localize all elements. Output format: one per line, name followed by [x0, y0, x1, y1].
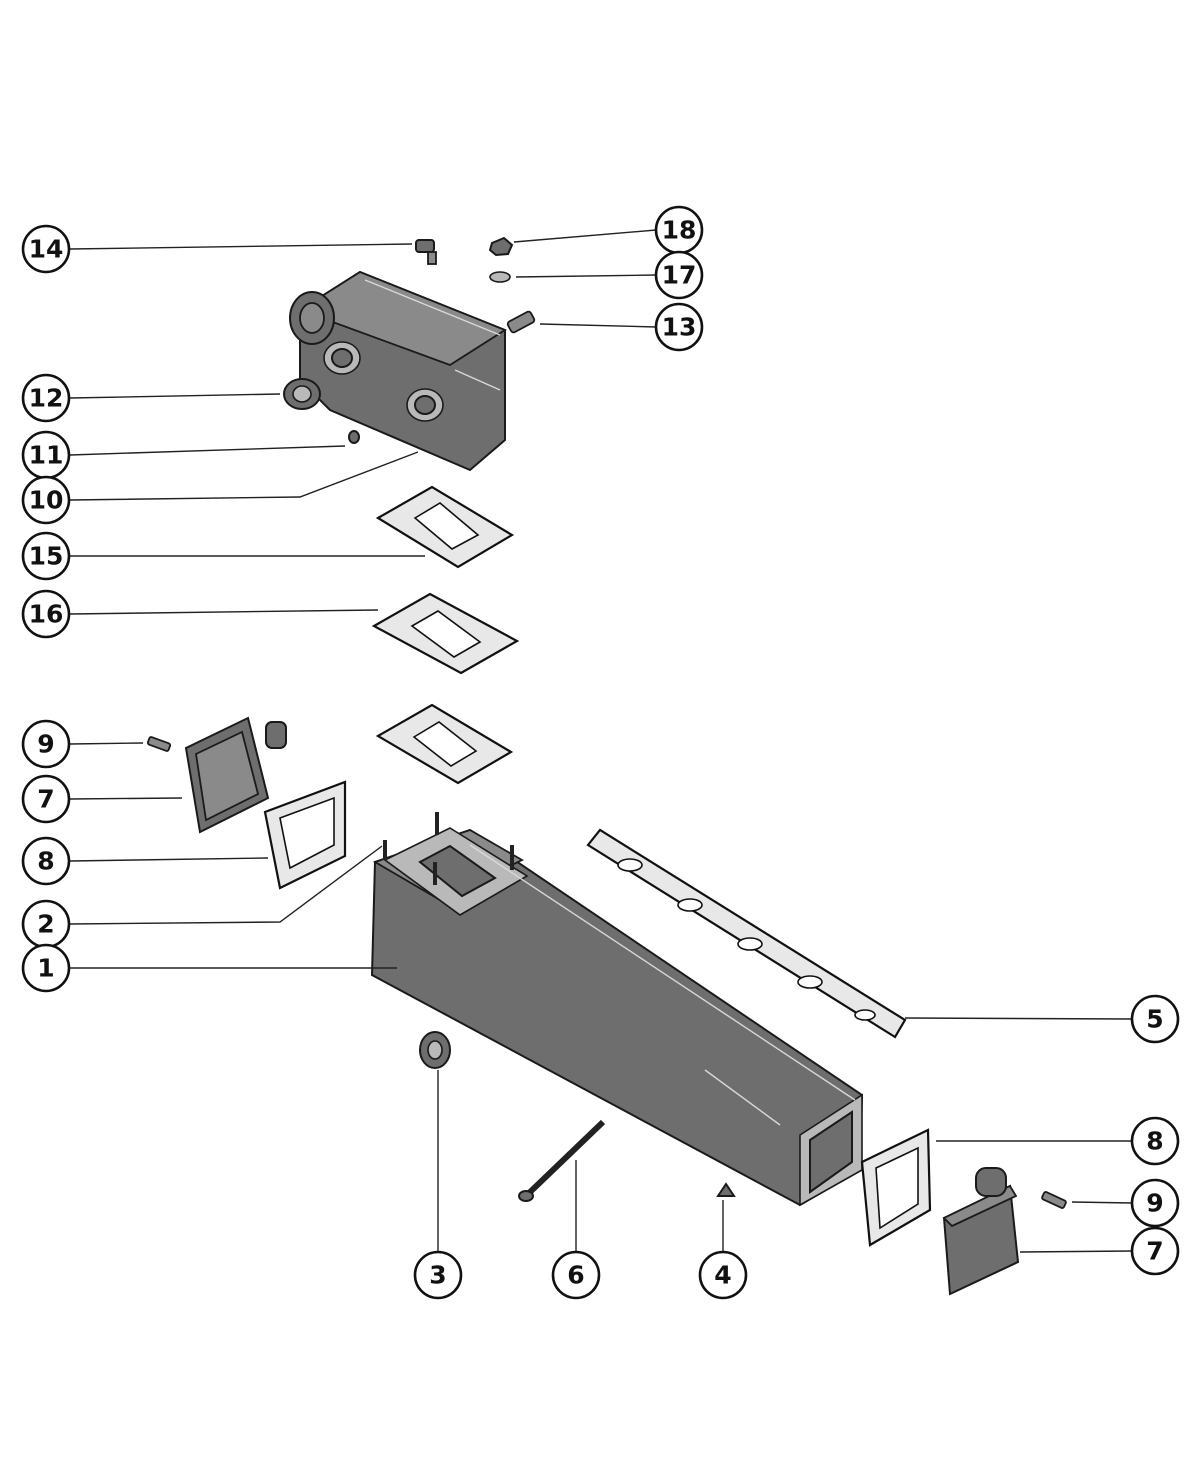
svg-text:13: 13 — [662, 313, 697, 342]
callout-14: 14 — [21, 224, 71, 274]
elbow-gasket-16 — [371, 592, 520, 675]
callout-6: 6 — [551, 1250, 601, 1300]
leader-lines — [69, 229, 1133, 1253]
svg-text:8: 8 — [1146, 1127, 1163, 1156]
svg-text:8: 8 — [37, 847, 54, 876]
callout-16: 16 — [21, 589, 71, 639]
svg-text:6: 6 — [567, 1261, 584, 1290]
callout-13: 13 — [654, 302, 704, 352]
callout-1: 1 — [21, 943, 71, 993]
svg-text:17: 17 — [662, 261, 697, 290]
callout-8-left: 8 — [21, 836, 71, 886]
end-cover-right — [942, 1167, 1020, 1296]
svg-text:15: 15 — [29, 542, 64, 571]
bolt-9-right — [1041, 1191, 1067, 1209]
svg-text:4: 4 — [714, 1261, 731, 1290]
callout-2: 2 — [21, 899, 71, 949]
bolt-9-left — [146, 736, 172, 752]
callout-17: 17 — [654, 250, 704, 300]
callout-4: 4 — [698, 1250, 748, 1300]
callout-15: 15 — [21, 531, 71, 581]
long-bolt-6 — [518, 1119, 606, 1202]
end-gasket-right — [860, 1128, 932, 1247]
exhaust-manifold — [370, 812, 864, 1207]
callout-10: 10 — [21, 475, 71, 525]
svg-text:7: 7 — [37, 785, 54, 814]
callout-9-right: 9 — [1130, 1178, 1180, 1228]
callout-7-left: 7 — [21, 774, 71, 824]
svg-text:12: 12 — [29, 384, 64, 413]
svg-text:18: 18 — [662, 216, 697, 245]
svg-text:5: 5 — [1146, 1005, 1163, 1034]
drain-plug-3 — [419, 1031, 451, 1069]
svg-text:9: 9 — [1146, 1189, 1163, 1218]
elbow-gasket-lower — [375, 703, 514, 785]
svg-text:3: 3 — [429, 1261, 446, 1290]
elbow-gasket-15 — [375, 485, 515, 569]
manifold-gasket — [586, 828, 907, 1039]
svg-text:1: 1 — [37, 954, 54, 983]
svg-text:14: 14 — [29, 235, 64, 264]
svg-text:9: 9 — [37, 730, 54, 759]
svg-text:10: 10 — [29, 486, 64, 515]
callout-8-right: 8 — [1130, 1116, 1180, 1166]
callout-3: 3 — [413, 1250, 463, 1300]
callout-18: 18 — [654, 205, 704, 255]
end-gasket-left — [263, 780, 347, 890]
callout-11: 11 — [21, 430, 71, 480]
callout-7-right: 7 — [1130, 1226, 1180, 1276]
callout-9-left: 9 — [21, 719, 71, 769]
end-cover-left — [184, 716, 287, 834]
svg-text:16: 16 — [29, 600, 64, 629]
exhaust-elbow — [289, 270, 507, 472]
svg-text:2: 2 — [37, 910, 54, 939]
callout-12: 12 — [21, 373, 71, 423]
small-plug-4 — [716, 1182, 736, 1197]
callout-5: 5 — [1130, 994, 1180, 1044]
svg-text:11: 11 — [29, 441, 64, 470]
svg-text:7: 7 — [1146, 1237, 1163, 1266]
elbow-hardware — [283, 236, 536, 444]
